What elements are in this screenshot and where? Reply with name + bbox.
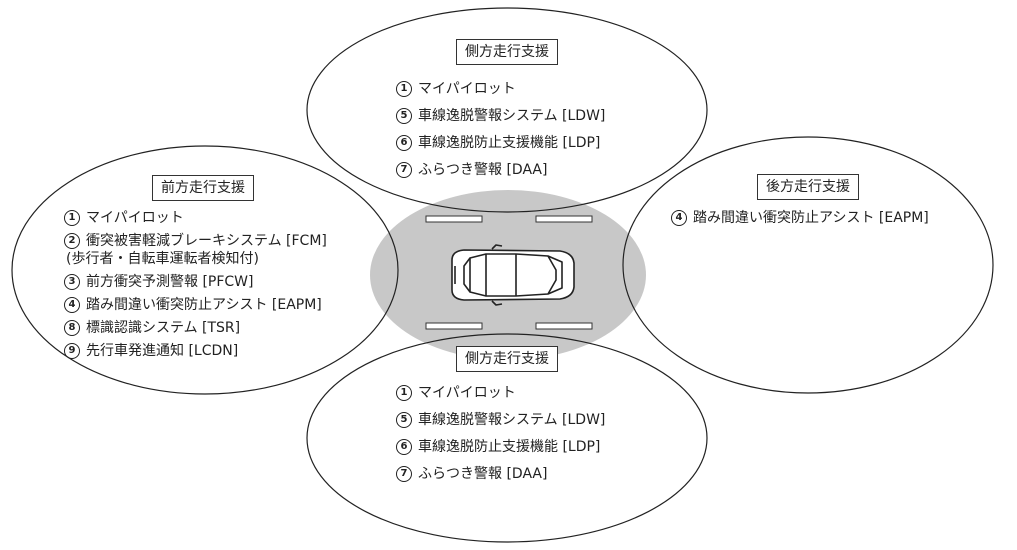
circled-number: 3 — [64, 274, 80, 290]
list-item: 6 車線逸脱防止支援機能 [LDP] — [396, 134, 605, 152]
list-item: 5 車線逸脱警報システム [LDW] — [396, 411, 605, 429]
circled-number: 1 — [64, 210, 80, 226]
circled-number: 8 — [64, 320, 80, 336]
item-text: マイパイロット — [418, 385, 516, 401]
list-item: 1 マイパイロット — [396, 80, 605, 98]
item-text: 車線逸脱警報システム [LDW] — [418, 412, 606, 428]
circled-number: 6 — [396, 439, 412, 455]
feature-list: 1 マイパイロット 5 車線逸脱警報システム [LDW] 6 車線逸脱防止支援機能 [… — [396, 384, 605, 483]
item-text-main: 衝突被害軽減ブレーキシステム [FCM] — [86, 233, 327, 249]
list-item: 5 車線逸脱警報システム [LDW] — [396, 107, 605, 125]
feature-list: 1 マイパイロット 2 衝突被害軽減ブレーキシステム [FCM] (歩行者・自転車運転… — [64, 209, 327, 360]
zone-title: 後方走行支援 — [757, 174, 859, 200]
item-text: 衝突被害軽減ブレーキシステム [FCM] (歩行者・自転車運転者検知付) — [66, 232, 327, 268]
list-item: 7 ふらつき警報 [DAA] — [396, 465, 605, 483]
item-text: ふらつき警報 [DAA] — [418, 466, 548, 482]
item-text: 前方衝突予測警報 [PFCW] — [86, 274, 254, 290]
ellipse-front — [11, 145, 399, 395]
item-text: ふらつき警報 [DAA] — [418, 162, 548, 178]
circled-number: 1 — [396, 81, 412, 97]
item-text: 先行車発進通知 [LCDN] — [86, 343, 239, 359]
circled-number: 4 — [64, 297, 80, 313]
feature-list: 4 踏み間違い衝突防止アシスト [EAPM] — [671, 209, 929, 227]
list-item: 4 踏み間違い衝突防止アシスト [EAPM] — [64, 296, 327, 314]
item-text: 車線逸脱防止支援機能 [LDP] — [418, 439, 601, 455]
item-text: 車線逸脱防止支援機能 [LDP] — [418, 135, 601, 151]
zone-title: 前方走行支援 — [152, 175, 254, 201]
list-item: 7 ふらつき警報 [DAA] — [396, 161, 605, 179]
circled-number: 1 — [396, 385, 412, 401]
circled-number: 9 — [64, 343, 80, 359]
item-subtext: (歩行者・自転車運転者検知付) — [66, 251, 259, 267]
zone-title: 側方走行支援 — [456, 39, 558, 65]
list-item: 9 先行車発進通知 [LCDN] — [64, 342, 327, 360]
item-text: 踏み間違い衝突防止アシスト [EAPM] — [86, 297, 322, 313]
zone-title: 側方走行支援 — [456, 346, 558, 372]
circled-number: 7 — [396, 466, 412, 482]
list-item: 2 衝突被害軽減ブレーキシステム [FCM] (歩行者・自転車運転者検知付) — [64, 232, 327, 268]
list-item: 1 マイパイロット — [64, 209, 327, 227]
item-text: 踏み間違い衝突防止アシスト [EAPM] — [693, 210, 929, 226]
list-item: 3 前方衝突予測警報 [PFCW] — [64, 273, 327, 291]
ellipse-rear — [622, 136, 994, 394]
circled-number: 2 — [64, 233, 80, 249]
ellipse-top — [306, 7, 708, 213]
item-text: マイパイロット — [418, 81, 516, 97]
item-text: 車線逸脱警報システム [LDW] — [418, 108, 606, 124]
list-item: 1 マイパイロット — [396, 384, 605, 402]
circled-number: 7 — [396, 162, 412, 178]
lane-markings — [425, 215, 593, 330]
ellipse-bottom — [306, 333, 708, 543]
car-icon — [451, 244, 575, 306]
circled-number: 4 — [671, 210, 687, 226]
circled-number: 5 — [396, 412, 412, 428]
circled-number: 5 — [396, 108, 412, 124]
item-text: マイパイロット — [86, 210, 184, 226]
list-item: 8 標識認識システム [TSR] — [64, 319, 327, 337]
list-item: 6 車線逸脱防止支援機能 [LDP] — [396, 438, 605, 456]
list-item: 4 踏み間違い衝突防止アシスト [EAPM] — [671, 209, 929, 227]
circled-number: 6 — [396, 135, 412, 151]
item-text: 標識認識システム [TSR] — [86, 320, 241, 336]
feature-list: 1 マイパイロット 5 車線逸脱警報システム [LDW] 6 車線逸脱防止支援機能 [… — [396, 80, 605, 179]
